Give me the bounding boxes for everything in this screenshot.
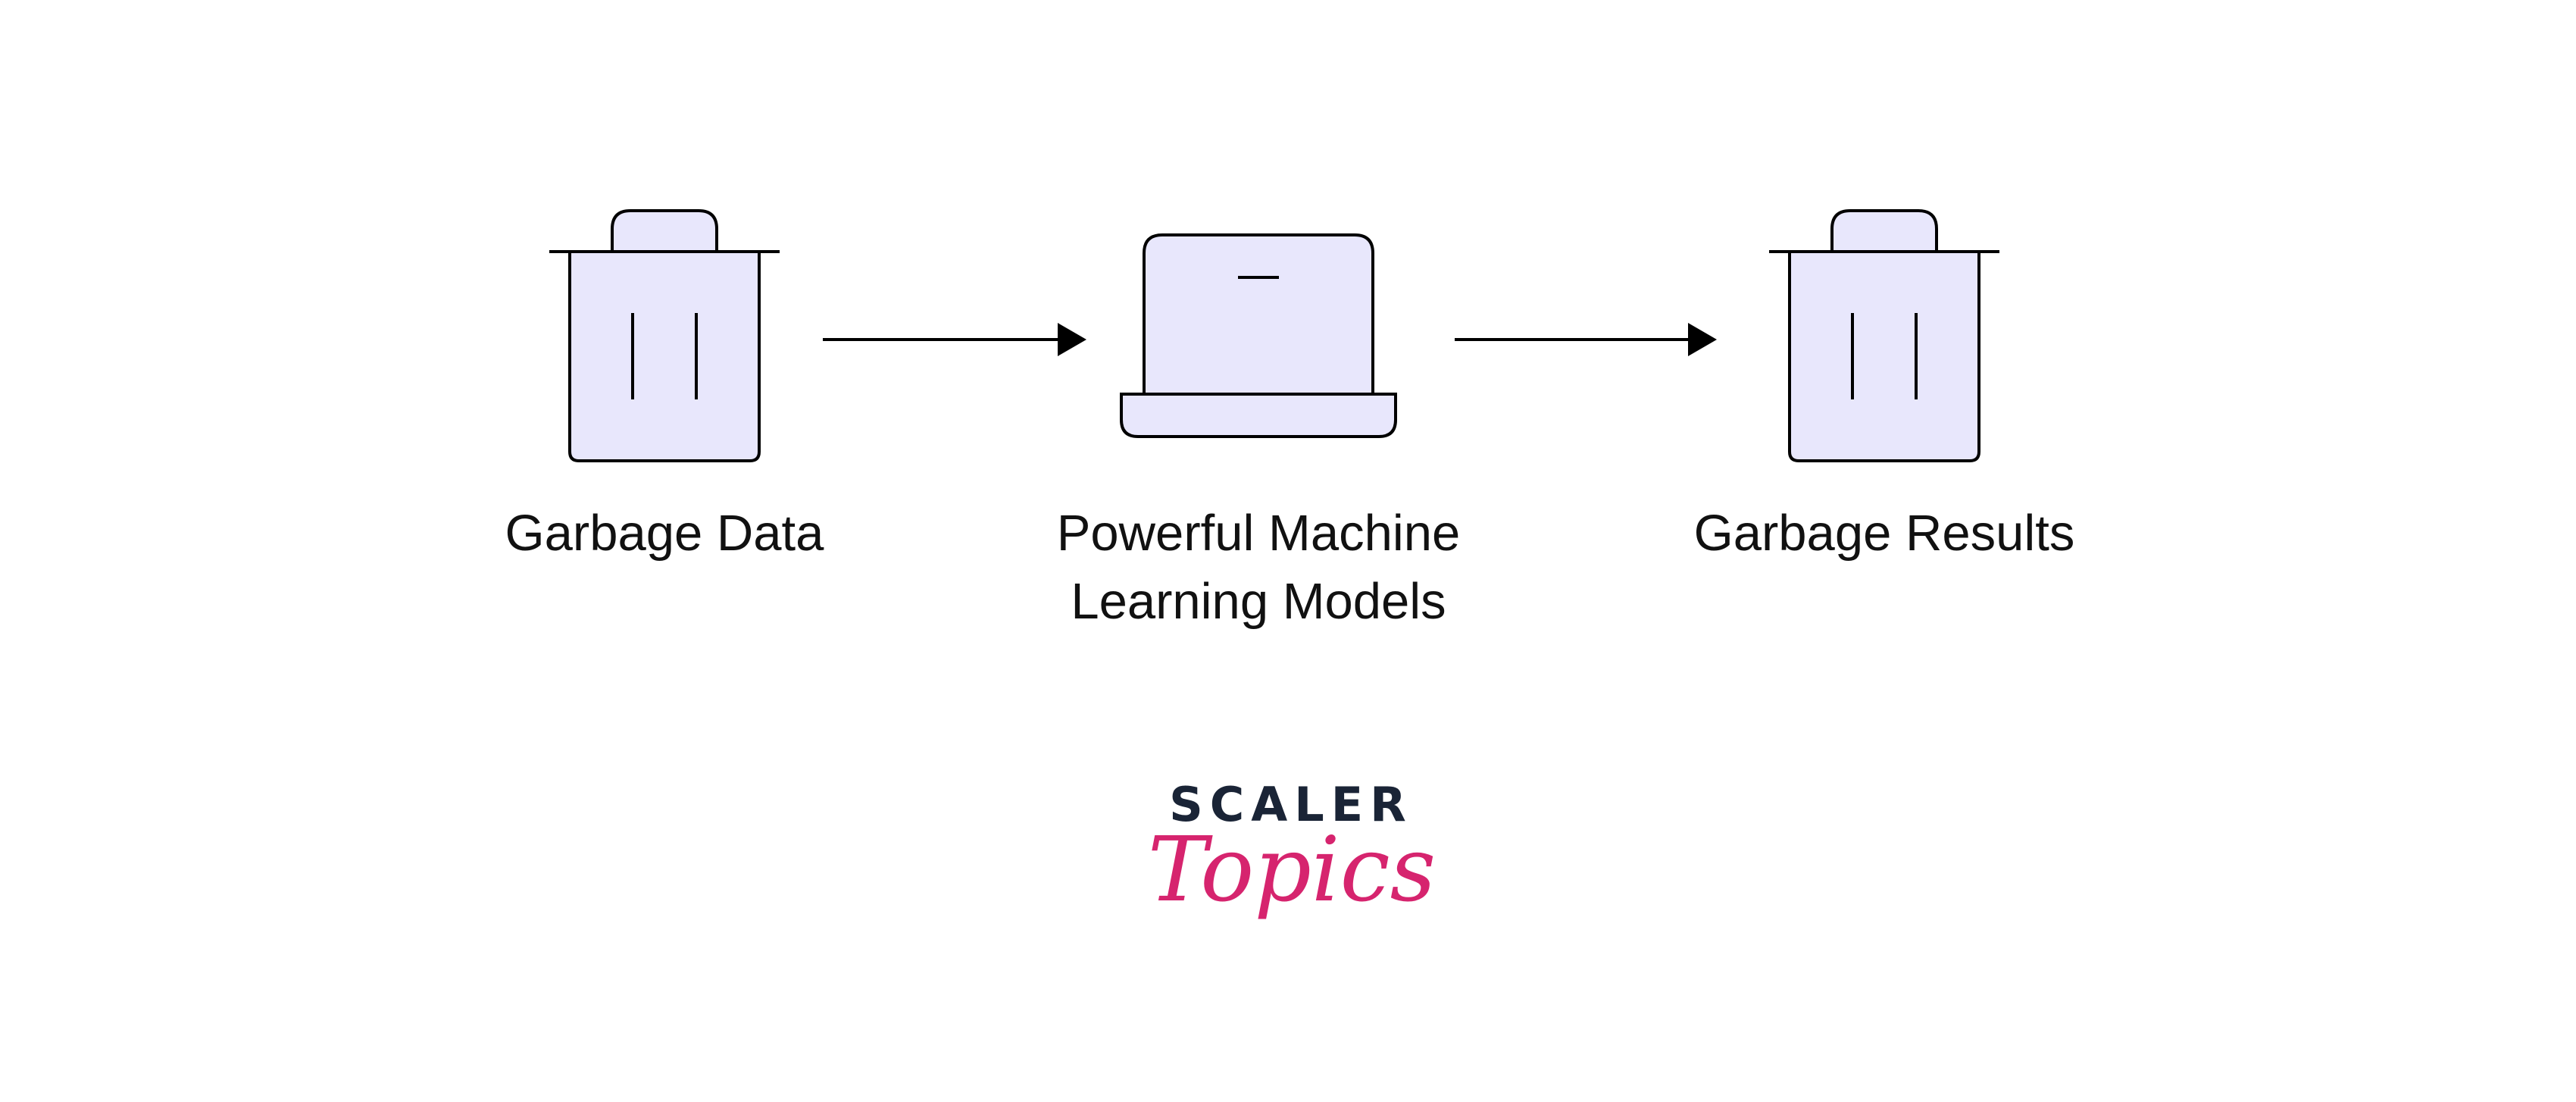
flow-arrow	[823, 323, 1086, 356]
laptop-icon	[1120, 233, 1397, 438]
logo-wordmark: SCALER	[1169, 777, 1413, 832]
process-label-line2: Learning Models	[1071, 573, 1446, 630]
trash-bin-icon	[1769, 209, 1999, 462]
flow-arrow	[1455, 323, 1717, 356]
input-label: Garbage Data	[505, 505, 825, 562]
logo-script: Topics	[1148, 817, 1436, 922]
process-label-line1: Powerful Machine	[1057, 505, 1461, 562]
scaler-topics-logo: SCALER Topics	[1148, 777, 1436, 922]
trash-bin-icon	[549, 209, 780, 462]
output-label: Garbage Results	[1694, 505, 2075, 562]
